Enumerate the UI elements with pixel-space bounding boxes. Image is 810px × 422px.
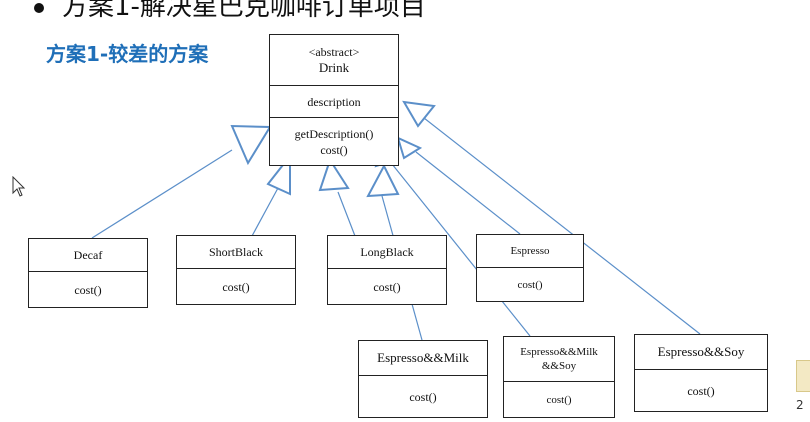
arrowhead-espresso-soy [402,100,436,128]
class-name: LongBlack [360,245,414,259]
method-cost: cost() [74,282,102,297]
class-name: Decaf [73,248,103,262]
class-name: Drink [318,60,350,75]
edge-shortblack [251,187,279,237]
class-name: ShortBlack [209,245,263,259]
class-header: <abstract> Drink [270,35,398,85]
uml-class-espresso-soy: Espresso&&Soy cost() [634,334,768,412]
method-get-description: getDescription() [294,126,374,141]
method-cost: cost() [373,279,401,294]
section-heading: 方案1-较差的方案 [46,42,209,66]
bullet-icon [34,2,44,13]
class-name: Espresso [510,245,550,257]
arrowhead-espresso-milk [366,163,400,198]
class-name-line-2: &&Soy [541,360,577,372]
uml-class-espresso-milk-soy: Espresso&&Milk &&Soy cost() [503,336,615,418]
arrowhead-decaf [230,124,272,166]
class-name-line-1: Espresso&&Milk [520,346,598,358]
method-cost: cost() [546,393,572,406]
stereotype-label: <abstract> [308,45,360,59]
method-cost: cost() [687,383,715,398]
method-cost: cost() [517,278,543,291]
method-section: cost() [359,375,487,417]
edge-espresso-milk-soy [391,163,531,337]
uml-class-decaf: Decaf cost() [28,238,148,308]
method-section: cost() [177,268,295,304]
cut-off-title: 方案1-解决星巴克咖啡订单项目 [34,0,426,22]
uml-class-shortblack: ShortBlack cost() [176,235,296,305]
mouse-cursor-icon [12,176,26,197]
method-section: cost() [504,381,614,417]
edge-espresso [415,151,521,235]
edge-espresso-soy [423,117,701,335]
method-section: getDescription() cost() [270,117,398,165]
corner-label: 2 [796,398,804,412]
class-name: Espresso&&Milk [377,350,469,365]
attribute-section: description [270,85,398,117]
edge-decaf [91,149,233,239]
uml-class-drink: <abstract> Drink description getDescript… [269,34,399,166]
class-header: Decaf [29,239,147,271]
method-section: cost() [29,271,147,307]
class-header: Espresso&&Milk &&Soy [504,337,614,381]
edge-longblack [337,191,356,237]
folder-icon [796,360,810,392]
method-cost: cost() [222,279,250,294]
method-cost: cost() [320,142,348,157]
method-section: cost() [477,267,583,301]
arrowhead-espresso [396,136,423,160]
attribute-description: description [307,94,361,109]
class-header: Espresso&&Soy [635,335,767,369]
method-section: cost() [635,369,767,411]
class-header: LongBlack [328,236,446,268]
uml-class-espresso-milk: Espresso&&Milk cost() [358,340,488,418]
class-name: Espresso&&Soy [657,344,745,359]
method-section: cost() [328,268,446,304]
class-header: ShortBlack [177,236,295,268]
class-header: Espresso&&Milk [359,341,487,375]
uml-class-longblack: LongBlack cost() [327,235,447,305]
uml-class-espresso: Espresso cost() [476,234,584,302]
arrowhead-longblack [318,157,350,192]
class-header: Espresso [477,235,583,267]
method-cost: cost() [409,389,437,404]
